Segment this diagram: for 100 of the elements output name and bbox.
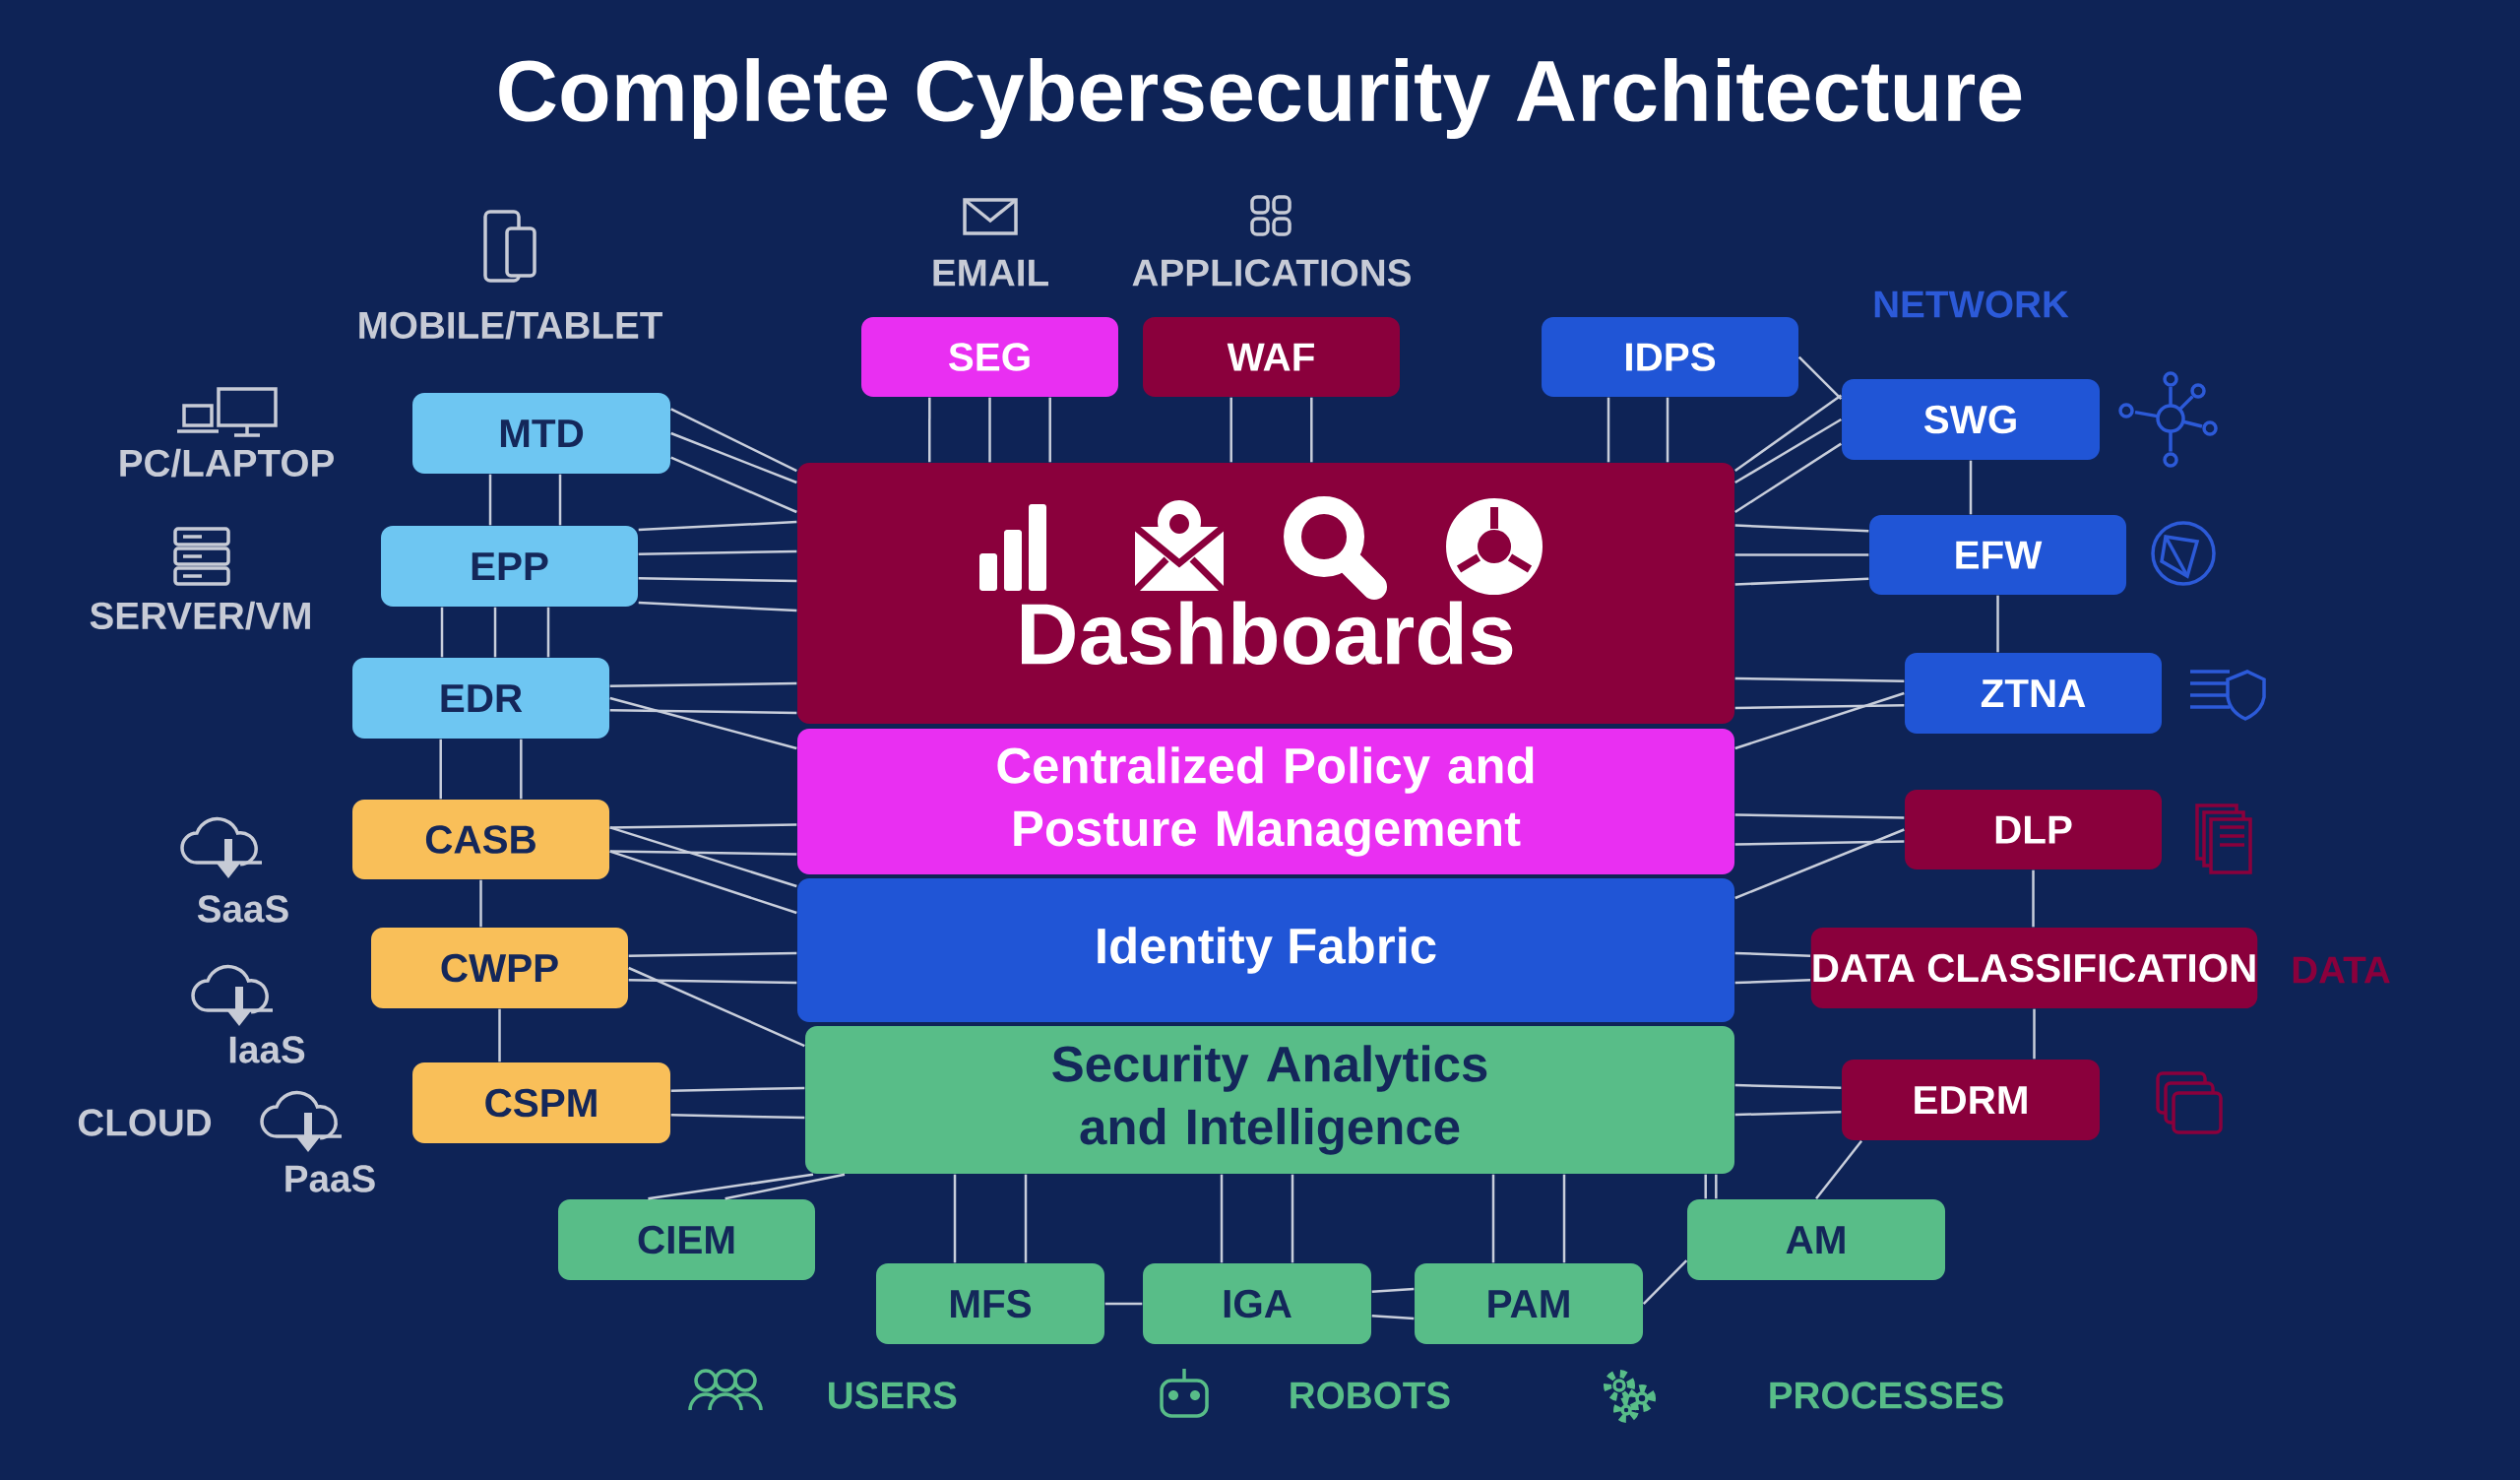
category-label: CLOUD (78, 1109, 212, 1136)
layer-band: Identity Fabric (797, 878, 1734, 1022)
component-box: CWPP (371, 928, 628, 1008)
connector-line (1734, 553, 1869, 556)
connector-line (609, 826, 797, 888)
connector-line (1734, 704, 1905, 710)
connector-line (1734, 577, 1869, 586)
connector-line (2032, 869, 2035, 928)
category-label: PROCESSES (1770, 1382, 2003, 1409)
component-box: SWG (1842, 379, 2100, 460)
connector-line (1734, 418, 1842, 484)
connector-line (988, 397, 991, 463)
connector-line (609, 709, 797, 715)
connector-line (609, 850, 797, 915)
component-box: CIEM (558, 1199, 815, 1280)
component-box: EPP (381, 526, 638, 607)
connector-line (1734, 1111, 1842, 1117)
connector-line (439, 739, 442, 800)
category-label: DATA (2293, 956, 2390, 984)
category-label: PC/LAPTOP (120, 448, 334, 478)
connector-line (1104, 1302, 1143, 1306)
connector-line (638, 577, 797, 583)
component-box: CSPM (412, 1062, 670, 1143)
connector-line (1734, 394, 1843, 473)
connector-line (1734, 691, 1905, 750)
layer-band: Security Analytics and Intelligence (805, 1026, 1734, 1174)
dashboard-panel: Dashboards (797, 463, 1734, 724)
connector-line (1220, 1174, 1224, 1263)
connector-line (558, 474, 562, 526)
connector-line (638, 549, 797, 555)
component-box: EDRM (1842, 1060, 2100, 1140)
component-box: PAM (1415, 1263, 1643, 1344)
connector-line (1704, 1174, 1707, 1199)
layer-band: Centralized Policy and Posture Management (797, 729, 1734, 874)
component-box: SEG (861, 317, 1118, 397)
connector-line (609, 850, 797, 856)
component-box: IGA (1143, 1263, 1371, 1344)
connector-line (493, 607, 497, 658)
connector-line (670, 408, 797, 473)
component-box: ZTNA (1905, 653, 2162, 734)
component-box: AM (1687, 1199, 1945, 1280)
component-box: DLP (1905, 790, 2162, 869)
category-label: EMAIL (933, 259, 1048, 287)
connector-line (1797, 355, 1843, 400)
connector-line (1666, 397, 1670, 463)
connector-line (609, 696, 797, 750)
category-label: IaaS (229, 1036, 305, 1063)
connector-line (1734, 979, 1811, 985)
connector-line (1996, 595, 1999, 653)
connector-line (628, 979, 797, 985)
component-box: IDPS (1542, 317, 1798, 397)
component-box: EFW (1869, 515, 2127, 595)
connector-line (1371, 1287, 1415, 1293)
connector-line (1562, 1174, 1566, 1263)
connector-line (1734, 828, 1905, 900)
category-label: NETWORK (1874, 290, 2069, 318)
connector-line (953, 1174, 957, 1263)
category-label: ROBOTS (1291, 1382, 1450, 1409)
connector-line (1734, 442, 1842, 514)
connector-line (1734, 813, 1905, 819)
connector-line (609, 681, 797, 687)
connector-line (520, 739, 523, 800)
category-label: MOBILE/TABLET (359, 310, 662, 340)
component-box: DATA CLASSIFICATION (1810, 928, 2258, 1008)
title: Complete Cybersecurity Architecture (499, 58, 2022, 139)
component-box: MFS (876, 1263, 1104, 1344)
connector-line (670, 456, 797, 514)
category-label: SaaS (197, 895, 288, 923)
connector-line (670, 1086, 805, 1092)
component-box: CASB (352, 800, 609, 879)
connector-line (1229, 397, 1232, 463)
category-label: SERVER/VM (90, 601, 310, 630)
connector-line (638, 520, 797, 532)
connector-line (1734, 840, 1905, 846)
connector-line (2033, 1008, 2036, 1060)
connector-line (628, 951, 797, 957)
connector-line (1815, 1139, 1862, 1200)
connector-line (1734, 524, 1869, 533)
connector-line (1024, 1174, 1028, 1263)
connector-line (479, 879, 482, 928)
connector-line (609, 823, 797, 829)
connector-line (546, 607, 550, 658)
connector-line (724, 1173, 846, 1200)
component-box: WAF (1143, 317, 1400, 397)
connector-line (1371, 1315, 1415, 1320)
connector-line (1291, 1174, 1294, 1263)
connector-line (440, 607, 444, 658)
component-box: MTD (412, 393, 670, 474)
connector-line (1048, 397, 1051, 463)
connector-line (1642, 1259, 1688, 1305)
category-label: PaaS (285, 1165, 375, 1192)
connector-line (1734, 1083, 1842, 1089)
connector-line (488, 474, 492, 526)
connector-line (648, 1173, 814, 1200)
connector-line (498, 1008, 501, 1062)
connector-line (1606, 397, 1610, 463)
component-box: EDR (352, 658, 609, 739)
connector-line (927, 397, 931, 463)
category-label: APPLICATIONS (1132, 259, 1411, 287)
connector-line (670, 1114, 805, 1120)
